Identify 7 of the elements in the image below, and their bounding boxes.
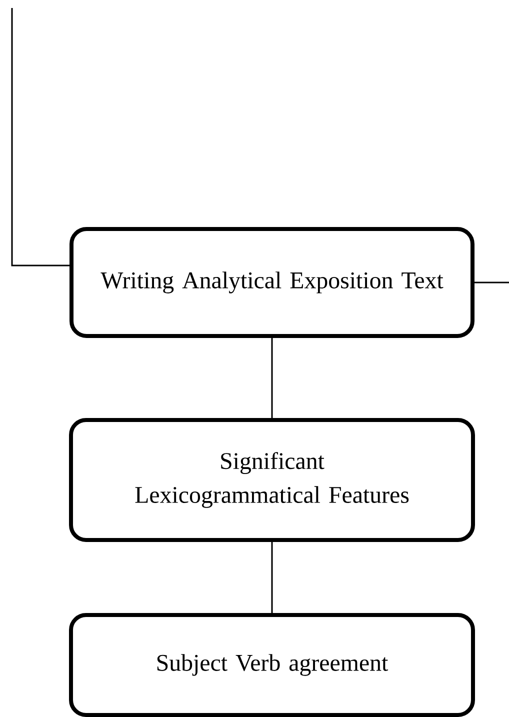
process-box: Significant Lexicogrammatical Features	[69, 418, 475, 542]
process-box: Writing Analytical Exposition Text	[70, 227, 474, 338]
connector-line	[11, 8, 70, 266]
connector-line	[271, 338, 273, 418]
connector-line	[271, 542, 273, 613]
process-box: Subject Verb agreement	[69, 613, 475, 717]
connector-line	[474, 282, 509, 284]
